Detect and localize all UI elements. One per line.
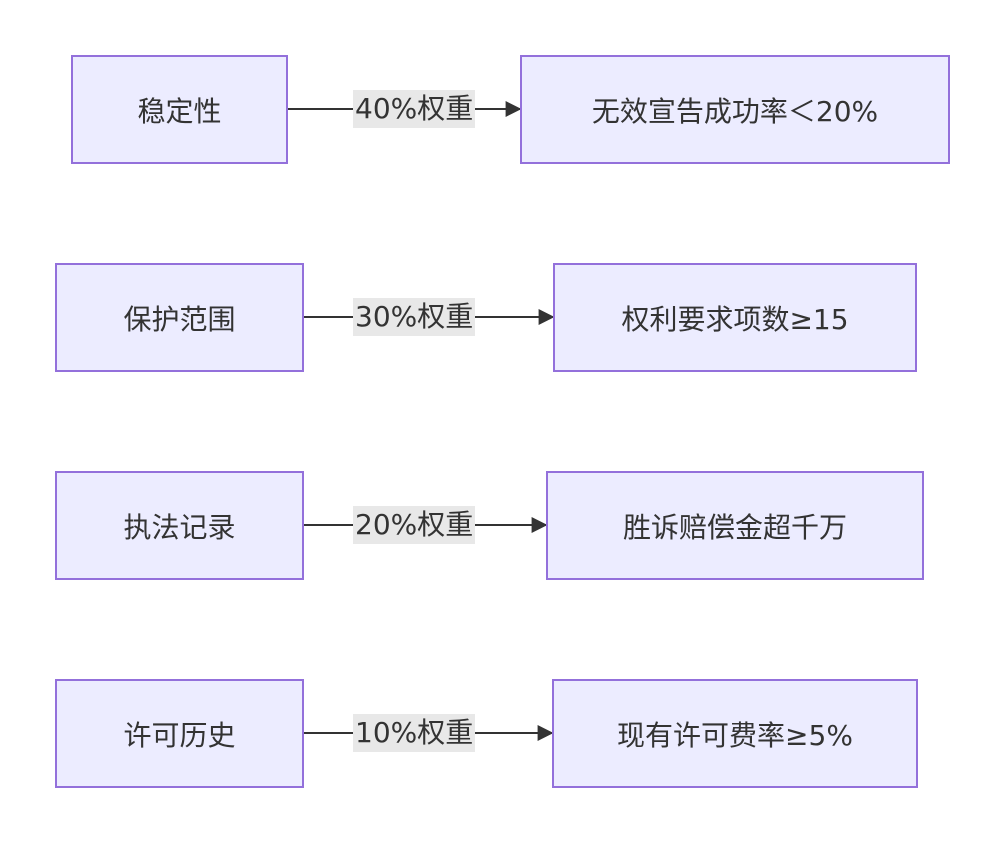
edge-label-enforcement-weight: 20%权重 — [353, 506, 476, 544]
node-royalty-rate: 现有许可费率≥5% — [552, 679, 918, 788]
edge-label-licensing-weight: 10%权重 — [353, 714, 476, 752]
edge-label-scope-weight: 30%权重 — [353, 298, 476, 336]
node-invalidation-success-rate: 无效宣告成功率＜20% — [520, 55, 950, 164]
edge-label-stability-weight: 40%权重 — [353, 90, 476, 128]
node-protection-scope: 保护范围 — [55, 263, 304, 372]
node-licensing-history: 许可历史 — [55, 679, 304, 788]
node-damages-awarded: 胜诉赔偿金超千万 — [546, 471, 924, 580]
node-claims-count: 权利要求项数≥15 — [553, 263, 917, 372]
node-enforcement-record: 执法记录 — [55, 471, 304, 580]
node-stability: 稳定性 — [71, 55, 288, 164]
